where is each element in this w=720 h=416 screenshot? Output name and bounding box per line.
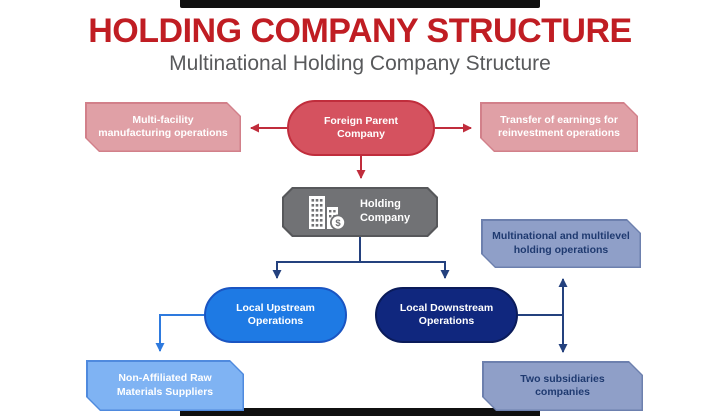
node-two-subsidiaries-companies: Two subsidiaries companies xyxy=(482,361,643,411)
bottom-black-bar xyxy=(180,408,540,416)
node-non-affiliated-suppliers: Non-Affiliated Raw Materials Suppliers xyxy=(86,360,244,411)
node-label: Foreign Parent Company xyxy=(323,114,399,140)
node-label: Local Upstream Operations xyxy=(236,301,315,327)
node-holding-company: $ Holding Company xyxy=(282,187,438,237)
node-label: Local Downstream Operations xyxy=(399,301,494,327)
node-multi-facility-operations: Multi-facility manufacturing operations xyxy=(85,102,241,152)
node-local-downstream-operations: Local Downstream Operations xyxy=(375,287,518,343)
node-multinational-multilevel-operations: Multinational and multilevel holding ope… xyxy=(481,219,641,268)
svg-text:$: $ xyxy=(335,218,341,229)
node-foreign-parent-company: Foreign Parent Company xyxy=(287,100,435,156)
node-transfer-of-earnings: Transfer of earnings for reinvestment op… xyxy=(480,102,638,152)
node-local-upstream-operations: Local Upstream Operations xyxy=(204,287,347,343)
node-label: Multi-facility manufacturing operations xyxy=(98,113,228,139)
node-label: Non-Affiliated Raw Materials Suppliers xyxy=(116,372,214,398)
header: HOLDING COMPANY STRUCTURE Multinational … xyxy=(0,12,720,76)
node-label: Holding Company xyxy=(359,198,411,224)
node-label: Multinational and multilevel holding ope… xyxy=(492,230,630,256)
node-label: Two subsidiaries companies xyxy=(520,372,605,398)
node-label: Transfer of earnings for reinvestment op… xyxy=(498,113,620,139)
arrow-upstream-to-suppliers xyxy=(155,314,204,352)
top-black-bar xyxy=(180,0,540,8)
buildings-with-dollar-icon: $ xyxy=(306,194,348,230)
page-title: HOLDING COMPANY STRUCTURE xyxy=(88,12,632,50)
page-subtitle: Multinational Holding Company Structure xyxy=(169,52,551,76)
